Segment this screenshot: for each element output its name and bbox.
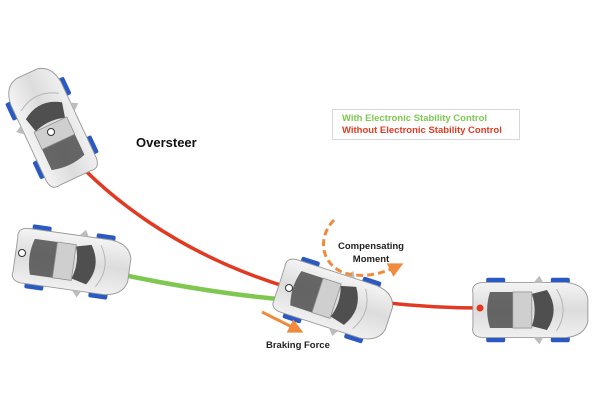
endpoint-dot [476, 304, 484, 312]
car-middle-left [9, 219, 135, 305]
legend-item-without-esc: Without Electronic Stability Control [342, 125, 502, 136]
legend-item-with-esc: With Electronic Stability Control [342, 113, 488, 124]
curved-arrow-icon [322, 218, 404, 277]
car-top-left [0, 58, 107, 194]
straight-arrow-icon [261, 310, 304, 333]
compensating-moment-label: Compensating Moment [338, 240, 404, 266]
pivot-point [18, 249, 26, 257]
legend: With Electronic Stability Control Withou… [332, 109, 520, 140]
car-right [472, 275, 589, 345]
diagram-title: Oversteer [136, 135, 197, 150]
compensating-moment-line2: Moment [352, 254, 390, 265]
braking-force-label: Braking Force [266, 340, 330, 351]
compensating-moment-line1: Compensating [338, 241, 404, 252]
pivot-point [285, 284, 293, 292]
path-without-esc [49, 130, 482, 310]
pivot-point [47, 128, 55, 136]
